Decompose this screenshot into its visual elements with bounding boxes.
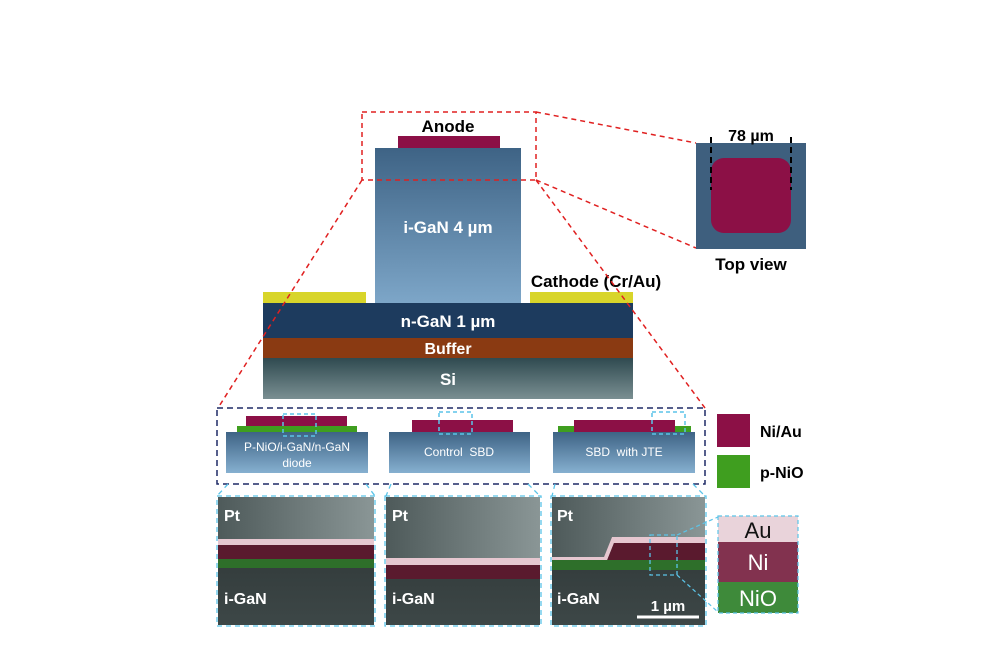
callout-line (365, 483, 376, 497)
callout-line (676, 574, 719, 613)
jte-pnio-right (664, 426, 691, 432)
control-label: Control SBD (424, 445, 494, 459)
control-mesa (389, 432, 530, 473)
callout-line (535, 179, 706, 409)
legend-swatch-niau (717, 414, 750, 447)
top-view-anode (711, 158, 791, 233)
dimension-label: 78 µm (728, 128, 774, 145)
diode-pnio (237, 426, 357, 432)
tem-ni-layer (552, 543, 705, 563)
jte-label: SBD with JTE (585, 445, 662, 459)
tem-panel-control: Pt i-GaN (386, 497, 540, 625)
si-substrate (263, 358, 633, 399)
callout-line (216, 483, 229, 497)
cathode-contact-right (530, 292, 633, 303)
variants-frame (216, 407, 706, 485)
control-zoom-box (438, 411, 473, 435)
tem-zoom-region (649, 534, 678, 576)
top-view: 78 µm Top view (696, 128, 806, 274)
callout-line (692, 483, 706, 497)
callout-line (676, 516, 719, 536)
callout-line (535, 111, 697, 144)
tem-pt-region (386, 497, 540, 558)
zoom-au-layer (718, 516, 798, 542)
diode-niau (246, 416, 347, 426)
callout-line (527, 483, 541, 497)
tem-panel-frames (216, 495, 707, 627)
legend: Ni/Au p-NiO (717, 414, 804, 488)
diode-zoom-box (282, 413, 317, 437)
tem-nio-layer (218, 559, 374, 568)
legend-swatch-pnio (717, 455, 750, 488)
anode-highlight-box (361, 111, 537, 181)
callout-line (385, 483, 392, 497)
diode-label-line2: diode (282, 456, 312, 470)
tem-pt-label: Pt (224, 508, 241, 525)
tem-igan-label: i-GaN (392, 591, 435, 608)
igan-mesa (375, 148, 521, 303)
cyan-callout-lines (216, 483, 706, 497)
tem-pt-label: Pt (392, 508, 409, 525)
tem-pt-label: Pt (557, 508, 574, 525)
scale-bar-label: 1 µm (651, 598, 686, 615)
tem-igan-label: i-GaN (557, 591, 600, 608)
anode-label: Anode (422, 117, 475, 136)
jte-niau (574, 420, 675, 432)
diode-label-line1: P-NiO/i-GaN/n-GaN (244, 440, 350, 454)
tem-au-layer (386, 558, 540, 565)
tem-au-layer (218, 539, 374, 545)
tem-pt-region (218, 497, 374, 539)
cathode-contact-left (263, 292, 366, 303)
ngan-layer (263, 303, 633, 338)
tem-ni-layer (386, 565, 540, 579)
ngan-label: n-GaN 1 µm (401, 312, 496, 331)
jte-mesa (553, 432, 695, 473)
diode-mesa (226, 432, 368, 473)
zoom-ni-label: Ni (748, 550, 769, 575)
tem-pt-region (552, 497, 705, 557)
cathode-label: Cathode (Cr/Au) (531, 272, 661, 291)
tem-panel-jte: Pt i-GaN 1 µm (552, 497, 705, 625)
jte-pnio-left (558, 426, 585, 432)
red-callout-lines (217, 111, 706, 409)
zoom-inset-frame (717, 515, 799, 614)
legend-label-niau: Ni/Au (760, 424, 802, 441)
main-cross-section: Anode i-GaN 4 µm Cathode (Cr/Au) n-GaN 1… (263, 117, 661, 399)
tem-panel-diode: Pt i-GaN (218, 497, 374, 625)
tem-igan-label: i-GaN (224, 591, 267, 608)
device-variants: P-NiO/i-GaN/n-GaN diode Control SBD SBD … (216, 407, 706, 485)
zoom-inset: Au Ni NiO (717, 515, 799, 614)
jte-zoom-box (651, 411, 686, 435)
si-label: Si (440, 370, 456, 389)
buffer-label: Buffer (424, 341, 471, 358)
control-niau (412, 420, 513, 432)
zoom-nio-label: NiO (739, 586, 777, 611)
zoom-au-label: Au (745, 518, 772, 543)
igan-label: i-GaN 4 µm (403, 218, 492, 237)
tem-nio-layer (552, 560, 705, 570)
anode-contact (398, 136, 500, 148)
tem-frame (384, 495, 542, 627)
top-view-caption: Top view (715, 255, 787, 274)
zoom-connector-lines (676, 516, 719, 613)
legend-label-pnio: p-NiO (760, 465, 804, 482)
tem-ni-layer (218, 545, 374, 559)
zoom-nio-layer (718, 582, 798, 613)
zoom-ni-layer (718, 542, 798, 582)
callout-line (551, 483, 556, 497)
buffer-layer (263, 338, 633, 358)
tem-frame (550, 495, 707, 627)
callout-line (535, 179, 697, 249)
